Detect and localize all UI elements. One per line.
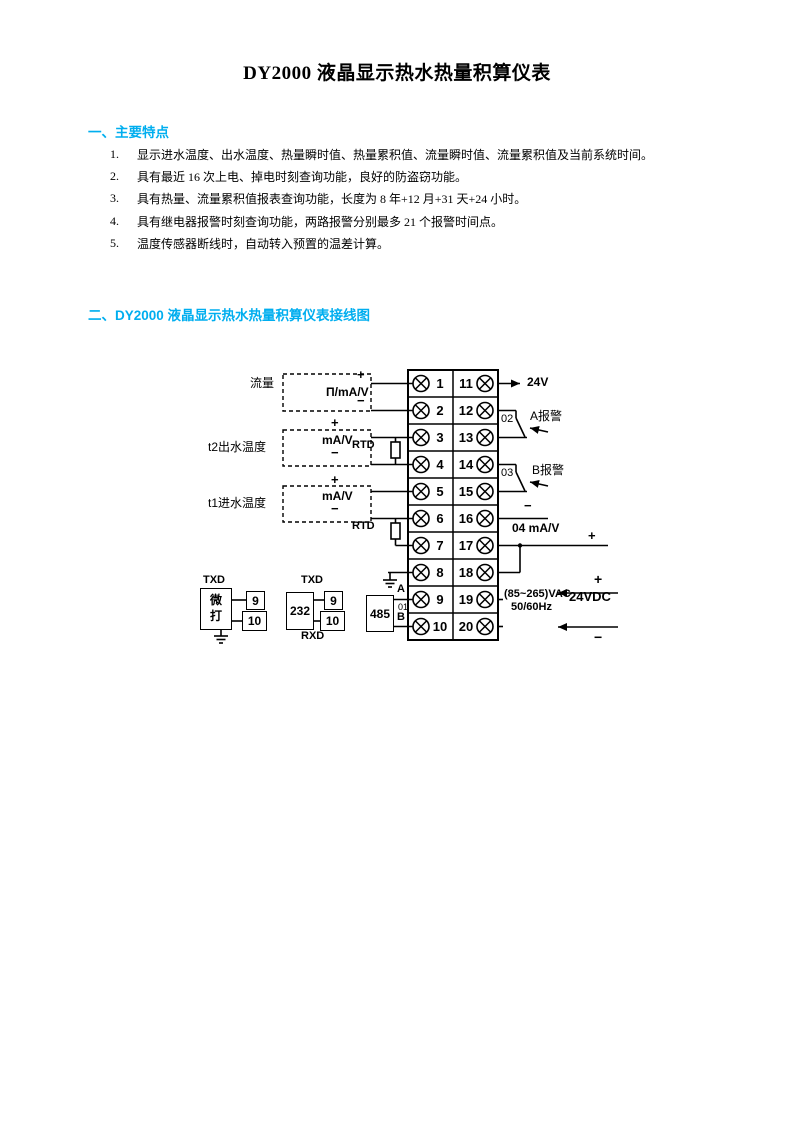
item-text: 具有继电器报警时刻查询功能，两路报警分别最多 21 个报警时间点。 xyxy=(137,214,504,229)
printer-port10-box: 10 xyxy=(242,611,267,631)
item-number: 1. xyxy=(110,146,119,161)
right-wires xyxy=(498,379,618,631)
svg-text:12: 12 xyxy=(459,403,473,418)
ground-symbol xyxy=(383,572,397,588)
svg-text:3: 3 xyxy=(436,430,443,445)
section1-heading: 一、主要特点 xyxy=(88,125,169,140)
flow-minus-sign: − xyxy=(357,393,365,408)
alarm-b-label: B报警 xyxy=(532,463,565,477)
list-item: 4. 具有继电器报警时刻查询功能，两路报警分别最多 21 个报警时间点。 xyxy=(110,210,730,232)
svg-text:11: 11 xyxy=(459,376,473,391)
t1-rtd-label: RTD xyxy=(352,520,375,532)
printer-txd-label: TXD xyxy=(203,574,225,586)
svg-text:9: 9 xyxy=(436,592,443,607)
printer-box-label: 微打 xyxy=(210,593,223,623)
svg-text:20: 20 xyxy=(459,619,473,634)
out-plus-sign: + xyxy=(588,528,596,543)
t2-label: t2出水温度 xyxy=(208,440,267,454)
alarm-a-code-label: 02 xyxy=(501,413,514,425)
rs485-box: 485 xyxy=(366,595,394,632)
svg-text:8: 8 xyxy=(436,565,443,580)
svg-text:15: 15 xyxy=(459,484,473,499)
vdc-minus-sign: − xyxy=(594,629,603,645)
svg-text:4: 4 xyxy=(436,457,444,472)
item-text: 显示进水温度、出水温度、热量瞬时值、热量累积值、流量瞬时值、流量累积值及当前系统… xyxy=(137,147,654,162)
item-text: 具有最近 16 次上电、掉电时刻查询功能，良好的防盗窃功能。 xyxy=(137,170,468,185)
svg-text:18: 18 xyxy=(459,565,473,580)
list-item: 2. 具有最近 16 次上电、掉电时刻查询功能，良好的防盗窃功能。 xyxy=(110,165,730,187)
flow-label: 流量 xyxy=(250,376,275,390)
item-number: 3. xyxy=(110,191,119,206)
rtd-resistor-t2 xyxy=(390,441,401,459)
flow-sensor-box xyxy=(282,373,372,412)
junction-dot xyxy=(517,543,523,548)
svg-text:17: 17 xyxy=(459,538,473,553)
svg-text:13: 13 xyxy=(459,430,473,445)
item-text: 具有热量、流量累积值报表查询功能，长度为 8 年+12 月+31 天+24 小时… xyxy=(137,192,527,207)
rtd-resistor-t1 xyxy=(390,522,401,540)
t1-label: t1进水温度 xyxy=(208,496,267,510)
item-number: 2. xyxy=(110,169,119,184)
rs232-box: 232 xyxy=(286,592,314,630)
t2-plus-sign: + xyxy=(331,415,339,430)
left-wires xyxy=(214,373,413,644)
list-item: 1. 显示进水温度、出水温度、热量瞬时值、热量累积值、流量瞬时值、流量累积值及当… xyxy=(110,143,730,165)
relay-a-contact xyxy=(498,409,549,439)
t1-signal-label: mA/V xyxy=(322,489,353,503)
t2-rtd-label: RTD xyxy=(352,439,375,451)
section2-heading: 二、DY2000 液晶显示热水热量积算仪表接线图 xyxy=(88,308,371,323)
vdc-plus-sign: + xyxy=(594,571,603,587)
svg-text:7: 7 xyxy=(436,538,443,553)
vdc-label: 24VDC xyxy=(569,589,611,604)
t2-signal-label: mA/V xyxy=(322,433,353,447)
hz-label: 50/60Hz xyxy=(511,601,552,613)
t1-plus-sign: + xyxy=(331,472,339,487)
item-number: 4. xyxy=(110,213,119,228)
rs485-b-label: B xyxy=(397,611,405,623)
svg-text:6: 6 xyxy=(436,511,443,526)
item-text: 温度传感器断线时，自动转入预置的温差计算。 xyxy=(137,237,390,252)
rs232-port10-box: 10 xyxy=(320,611,345,631)
alarm-b-code-label: 03 xyxy=(501,467,514,479)
out-label: 04 mA/V xyxy=(512,521,560,535)
list-item: 3. 具有热量、流量累积值报表查询功能，长度为 8 年+12 月+31 天+24… xyxy=(110,188,730,210)
rs485-a-label: A xyxy=(397,583,405,595)
svg-text:16: 16 xyxy=(459,511,473,526)
svg-text:10: 10 xyxy=(433,619,447,634)
page-title: DY2000 液晶显示热水热量积算仪表 xyxy=(243,63,551,84)
t2-minus-sign: − xyxy=(331,445,339,460)
rs232-port9-box: 9 xyxy=(324,591,343,610)
rs485-code-label: 01 xyxy=(398,602,409,612)
relay-b-contact xyxy=(498,463,549,493)
item-number: 5. xyxy=(110,236,119,251)
v24-label: 24V xyxy=(527,375,549,389)
svg-text:1: 1 xyxy=(436,376,443,391)
alarm-a-label: A报警 xyxy=(530,409,563,423)
svg-text:19: 19 xyxy=(459,592,473,607)
svg-text:14: 14 xyxy=(459,457,474,472)
printer-box: 微打 xyxy=(200,588,232,630)
svg-text:5: 5 xyxy=(436,484,443,499)
t1-sensor-box xyxy=(282,485,372,523)
t2-sensor-box xyxy=(282,429,372,467)
printer-port9-box: 9 xyxy=(246,591,265,610)
rs232-txd-label: TXD xyxy=(301,574,323,586)
printer-ground-symbol xyxy=(214,630,228,644)
rs232-rxd-label: RXD xyxy=(301,630,325,642)
svg-text:2: 2 xyxy=(436,403,443,418)
list-item: 5. 温度传感器断线时，自动转入预置的温差计算。 xyxy=(110,233,730,255)
flow-plus-sign: + xyxy=(357,367,365,382)
feature-list: 1. 显示进水温度、出水温度、热量瞬时值、热量累积值、流量瞬时值、流量累积值及当… xyxy=(110,143,730,255)
t1-minus-sign: − xyxy=(331,501,339,516)
flow-signal-label: Π/mA/V xyxy=(326,385,369,399)
vac-label: (85~265)VAC xyxy=(504,588,571,600)
out-minus-sign: − xyxy=(524,498,532,513)
